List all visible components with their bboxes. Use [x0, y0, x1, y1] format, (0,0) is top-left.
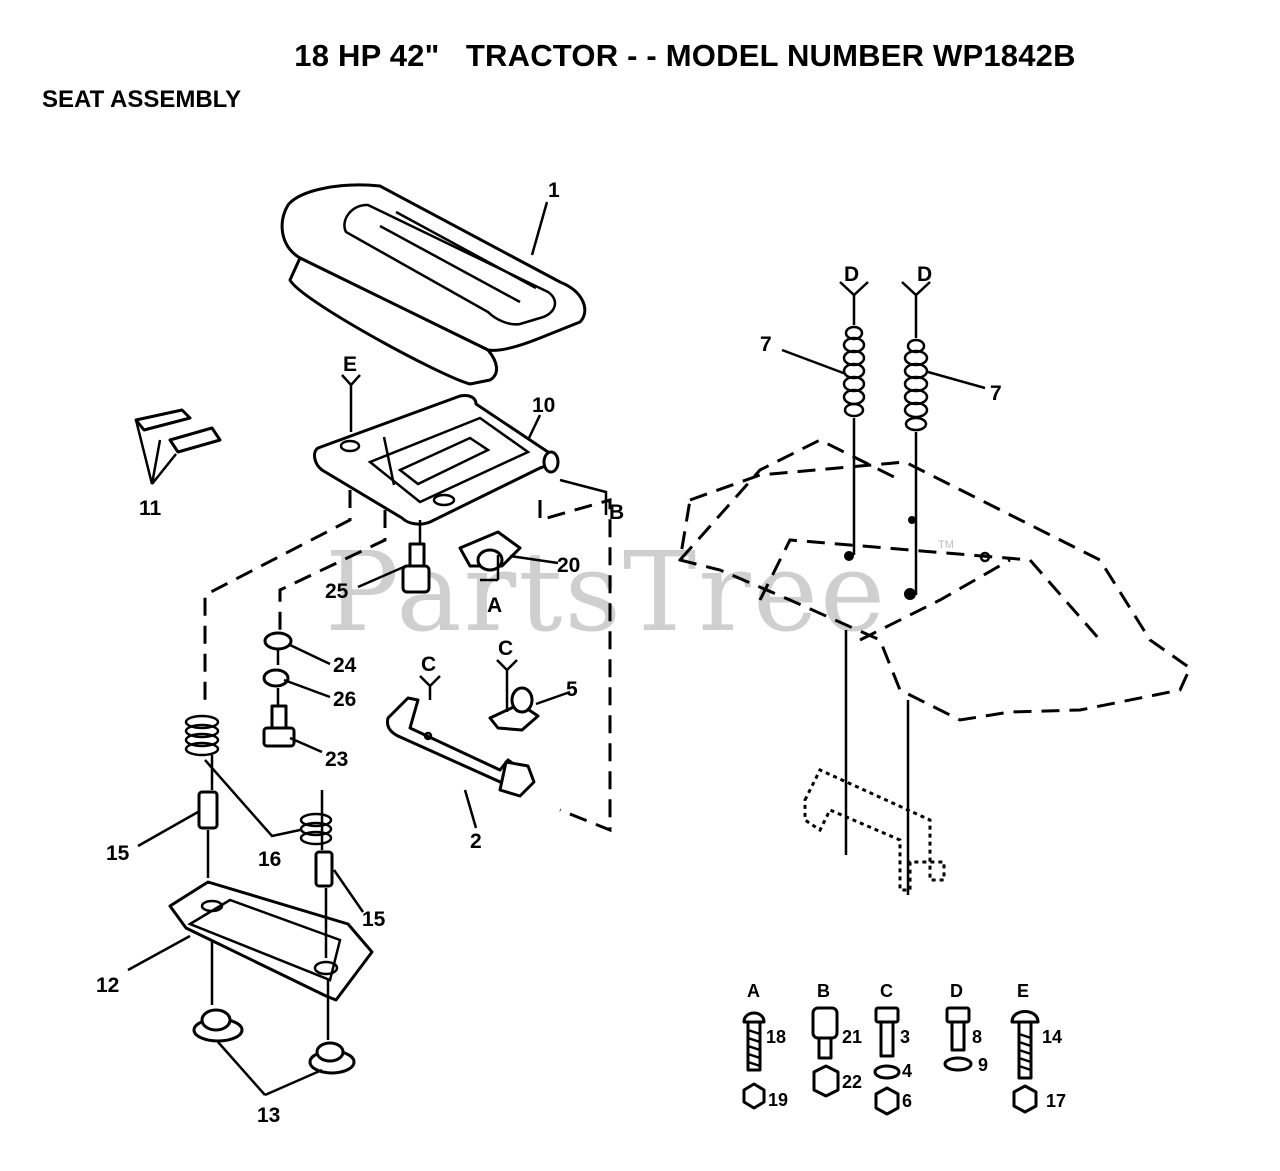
callout-2: 2	[470, 830, 482, 853]
ref-letter-c-left: C	[421, 653, 436, 676]
assembly-leader-lines	[203, 490, 612, 1040]
bracket-part-2[interactable]	[386, 696, 536, 798]
key-c-upper: 3	[900, 1027, 910, 1047]
grommet-part-13-right[interactable]	[308, 1041, 356, 1075]
spacer-part-15-left[interactable]	[197, 790, 219, 830]
washer-part-24[interactable]	[263, 631, 293, 651]
reference-markers	[341, 281, 931, 712]
callout-20: 20	[557, 554, 580, 577]
washer-part-4[interactable]	[873, 1064, 901, 1080]
nut-part-19[interactable]	[742, 1082, 766, 1110]
callout-5: 5	[566, 678, 578, 701]
bolt-part-3[interactable]	[874, 1006, 900, 1058]
diagram-title: 18 HP 42" TRACTOR - - MODEL NUMBER WP184…	[294, 38, 1076, 73]
grommet-part-13-left[interactable]	[192, 1008, 244, 1043]
callout-15-right: 15	[362, 908, 386, 931]
bolt-part-23[interactable]	[262, 704, 296, 748]
carriage-bolt-part-14[interactable]	[1010, 1010, 1040, 1080]
spring-part-7-right[interactable]	[903, 338, 929, 432]
key-letter-d: D	[950, 981, 963, 1001]
callout-24: 24	[333, 654, 357, 677]
key-d-lower: 9	[978, 1055, 988, 1075]
watermark-tm: TM	[938, 539, 954, 551]
assembly-subtitle: SEAT ASSEMBLY	[42, 86, 242, 113]
key-letter-e: E	[1017, 981, 1029, 1001]
callout-16: 16	[258, 848, 281, 871]
bolt-part-8[interactable]	[945, 1006, 971, 1052]
clip-part-5[interactable]	[488, 686, 540, 732]
callout-10: 10	[532, 394, 555, 417]
callout-15-left: 15	[106, 842, 130, 865]
spacer-part-15-right[interactable]	[314, 850, 334, 888]
spring-part-7-left[interactable]	[842, 325, 866, 418]
key-e-lower: 17	[1046, 1091, 1066, 1111]
callout-23: 23	[325, 748, 348, 771]
key-a-lower: 19	[768, 1090, 788, 1110]
callout-7-left: 7	[760, 333, 772, 356]
key-c-lower: 6	[902, 1091, 912, 1111]
seat-part-1[interactable]	[280, 183, 587, 386]
spring-part-16-left[interactable]	[184, 714, 220, 757]
spring-mount-lines	[844, 295, 991, 895]
callout-7-right: 7	[990, 382, 1002, 405]
ref-letter-c-right: C	[498, 637, 513, 660]
key-e-upper: 14	[1042, 1027, 1062, 1047]
shoulder-bolt-part-25[interactable]	[401, 542, 431, 594]
callout-13: 13	[257, 1104, 280, 1127]
key-c-middle: 4	[902, 1061, 912, 1081]
tractor-fender-outline	[678, 438, 1192, 722]
ref-letter-a: A	[487, 594, 502, 617]
ref-letter-e: E	[343, 353, 357, 376]
callout-1: 1	[548, 179, 560, 202]
callout-12: 12	[96, 974, 119, 997]
seat-pads-part-11[interactable]	[134, 408, 222, 485]
key-d-upper: 8	[972, 1027, 982, 1047]
nut-part-17[interactable]	[1012, 1084, 1038, 1114]
ref-letter-d-right: D	[917, 263, 932, 286]
key-b-upper: 21	[842, 1027, 862, 1047]
seat-pan-part-10[interactable]	[313, 394, 560, 526]
nut-part-22[interactable]	[812, 1064, 840, 1098]
base-plate-part-12[interactable]	[168, 880, 374, 1002]
lock-washer-part-26[interactable]	[262, 668, 290, 688]
key-letter-a: A	[747, 981, 760, 1001]
ref-letter-d-left: D	[844, 263, 859, 286]
nut-part-6[interactable]	[874, 1086, 900, 1116]
carriage-bolt-part-18[interactable]	[742, 1011, 766, 1072]
key-b-lower: 22	[842, 1072, 862, 1092]
key-a-upper: 18	[766, 1027, 786, 1047]
shoulder-bolt-part-21[interactable]	[811, 1006, 839, 1060]
callout-leaders	[127, 201, 986, 1097]
ref-letter-b: B	[609, 501, 624, 524]
key-letter-b: B	[817, 981, 830, 1001]
washer-part-9[interactable]	[943, 1056, 973, 1072]
callout-25: 25	[325, 580, 349, 603]
callout-26: 26	[333, 688, 356, 711]
callout-11: 11	[139, 497, 162, 520]
mount-bracket-outline	[803, 768, 946, 892]
spring-part-16-right[interactable]	[299, 812, 333, 846]
hardware-key: A 18 19 B 21 22 C	[742, 981, 1066, 1116]
key-letter-c: C	[880, 981, 893, 1001]
